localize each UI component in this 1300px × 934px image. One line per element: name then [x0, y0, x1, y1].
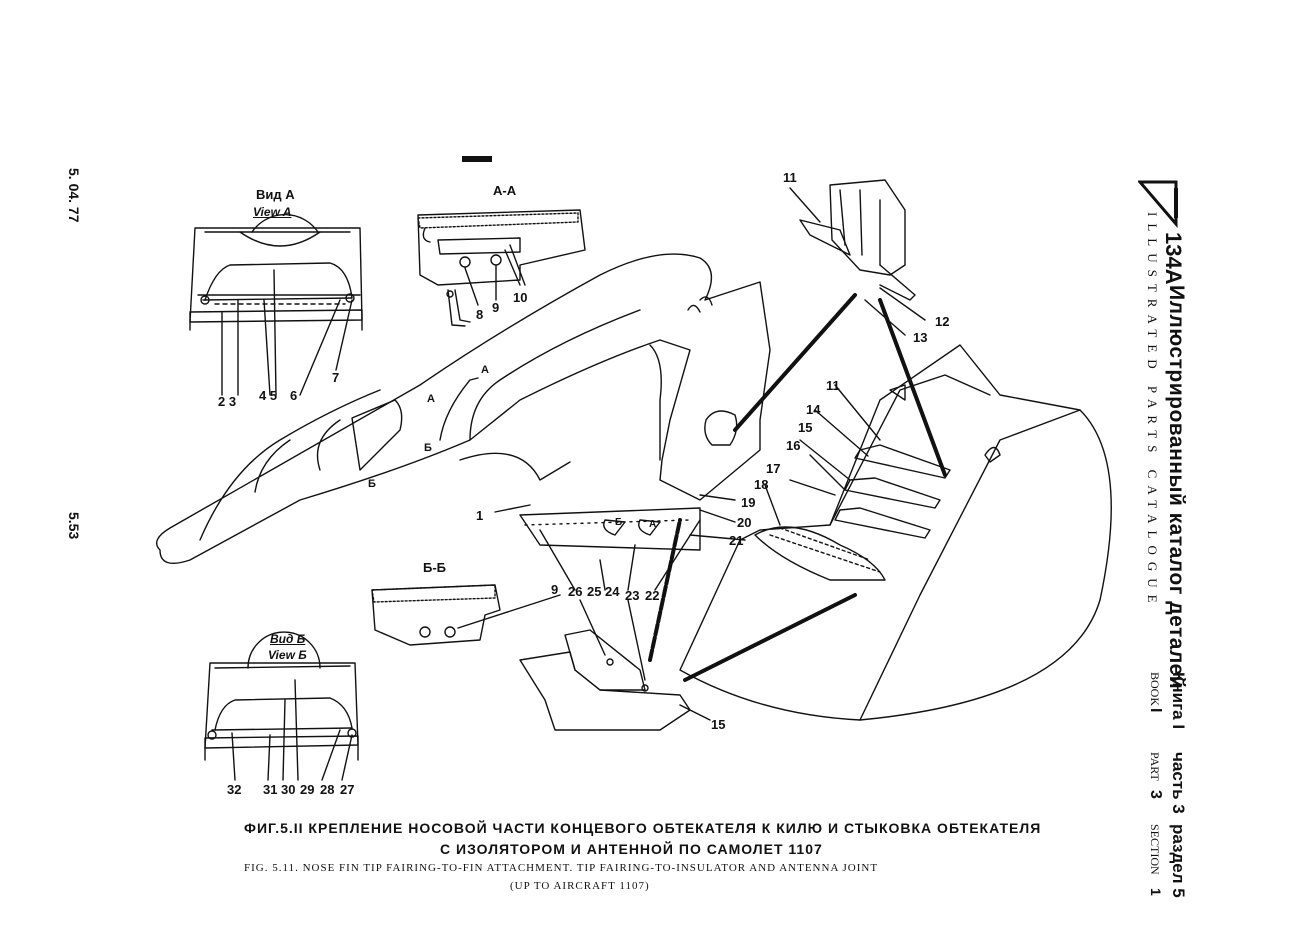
- caption-en-line1: FIG. 5.11. NOSE FIN TIP FAIRING-TO-FIN A…: [244, 862, 879, 874]
- caption-en-line2: (UP TO AIRCRAFT 1107): [510, 880, 650, 892]
- catalogue-title-en: ILLUSTRATED PARTS CATALOGUE: [1145, 212, 1160, 610]
- callout-13: 13: [913, 330, 928, 345]
- section-bb-drawing: [371, 584, 561, 646]
- view-a-title-ru: Вид А: [256, 187, 295, 202]
- callout-32: 32: [227, 782, 242, 797]
- view-b-drawing: [204, 631, 359, 781]
- model-logo: [1138, 178, 1178, 228]
- callout-17: 17: [766, 461, 781, 476]
- callout-20: 20: [737, 515, 752, 530]
- callout-11-right: 11: [826, 378, 840, 393]
- callout-15-bottom: 15: [711, 717, 726, 732]
- caption-ru-line2: С ИЗОЛЯТОРОМ И АНТЕННОЙ ПО САМОЛЕТ 1107: [440, 841, 823, 857]
- model-number: 134А: [1161, 232, 1186, 285]
- callout-26: 26: [568, 584, 583, 599]
- callout-11-top: 11: [783, 170, 797, 185]
- callout-9-bb: 9: [551, 582, 559, 597]
- callout-22: 22: [645, 588, 660, 603]
- callout-6: 6: [290, 388, 298, 403]
- mark-a-tag: А: [649, 519, 657, 530]
- cut-mark-b: Б: [424, 442, 432, 454]
- callout-19: 19: [741, 495, 756, 510]
- page-number: 5.53: [66, 512, 82, 540]
- part-label-en: PART: [1148, 752, 1162, 781]
- view-b-title-en: View Б: [268, 648, 307, 662]
- caption-ru-line1: ФИГ.5.II КРЕПЛЕНИЕ НОСОВОЙ ЧАСТИ КОНЦЕВО…: [244, 820, 1042, 836]
- callout-1: 1: [476, 508, 484, 523]
- cut-mark-a: А: [481, 364, 489, 376]
- callout-2-3: 2 3: [218, 394, 237, 409]
- cut-mark-a: А: [427, 393, 435, 405]
- callout-7: 7: [332, 370, 340, 385]
- callout-23: 23: [625, 588, 640, 603]
- callout-29: 29: [300, 782, 315, 797]
- issue-date: 5. 04. 77: [66, 168, 82, 223]
- fin-assembly: [679, 344, 1112, 721]
- view-a-drawing: [189, 213, 363, 396]
- callout-21: 21: [729, 533, 744, 548]
- pointer-line: [683, 593, 857, 682]
- callout-10: 10: [513, 290, 528, 305]
- callout-4-5: 4 5: [259, 388, 278, 403]
- pointer-line: [648, 518, 682, 662]
- callout-24: 24: [605, 584, 620, 599]
- callout-27: 27: [340, 782, 355, 797]
- book-label-en: BOOK: [1148, 672, 1162, 707]
- section-bb-title: Б-Б: [423, 560, 447, 575]
- callout-16: 16: [786, 438, 801, 453]
- insulator-part: [519, 599, 711, 731]
- callout-25: 25: [587, 584, 602, 599]
- callout-8: 8: [476, 307, 484, 322]
- section-label-ru: раздел 5: [1169, 824, 1188, 898]
- callout-14: 14: [806, 402, 821, 417]
- callout-9: 9: [492, 300, 500, 315]
- pointer-line: [733, 293, 857, 432]
- fin-tip-fairing: [156, 253, 771, 591]
- part-label-ru: часть 3: [1169, 752, 1188, 814]
- book-label-ru: Книга I: [1169, 672, 1188, 730]
- section-number: 1: [1148, 888, 1164, 896]
- section-aa-title: А-А: [493, 183, 517, 198]
- section-aa-drawing: [417, 209, 586, 327]
- view-b-title-ru: Вид Б: [270, 632, 306, 646]
- callout-28: 28: [320, 782, 335, 797]
- pointer-line: [878, 298, 947, 477]
- cut-mark-b: Б: [368, 478, 376, 490]
- bracket-detail: [789, 179, 926, 336]
- callout-31: 31: [263, 782, 278, 797]
- mark-b-tag: Б: [615, 517, 623, 528]
- callout-30: 30: [281, 782, 296, 797]
- section-label-en: SECTION: [1148, 824, 1162, 875]
- page-mark-bar: [462, 156, 492, 162]
- part-number: 3: [1147, 790, 1164, 799]
- catalogue-title-ru: Иллюстрированный каталог деталей: [1165, 285, 1188, 690]
- callout-15-right: 15: [798, 420, 813, 435]
- book-number: I: [1147, 708, 1164, 713]
- callout-18: 18: [754, 477, 769, 492]
- callout-12: 12: [935, 314, 950, 329]
- view-a-title-en: View A: [253, 205, 292, 219]
